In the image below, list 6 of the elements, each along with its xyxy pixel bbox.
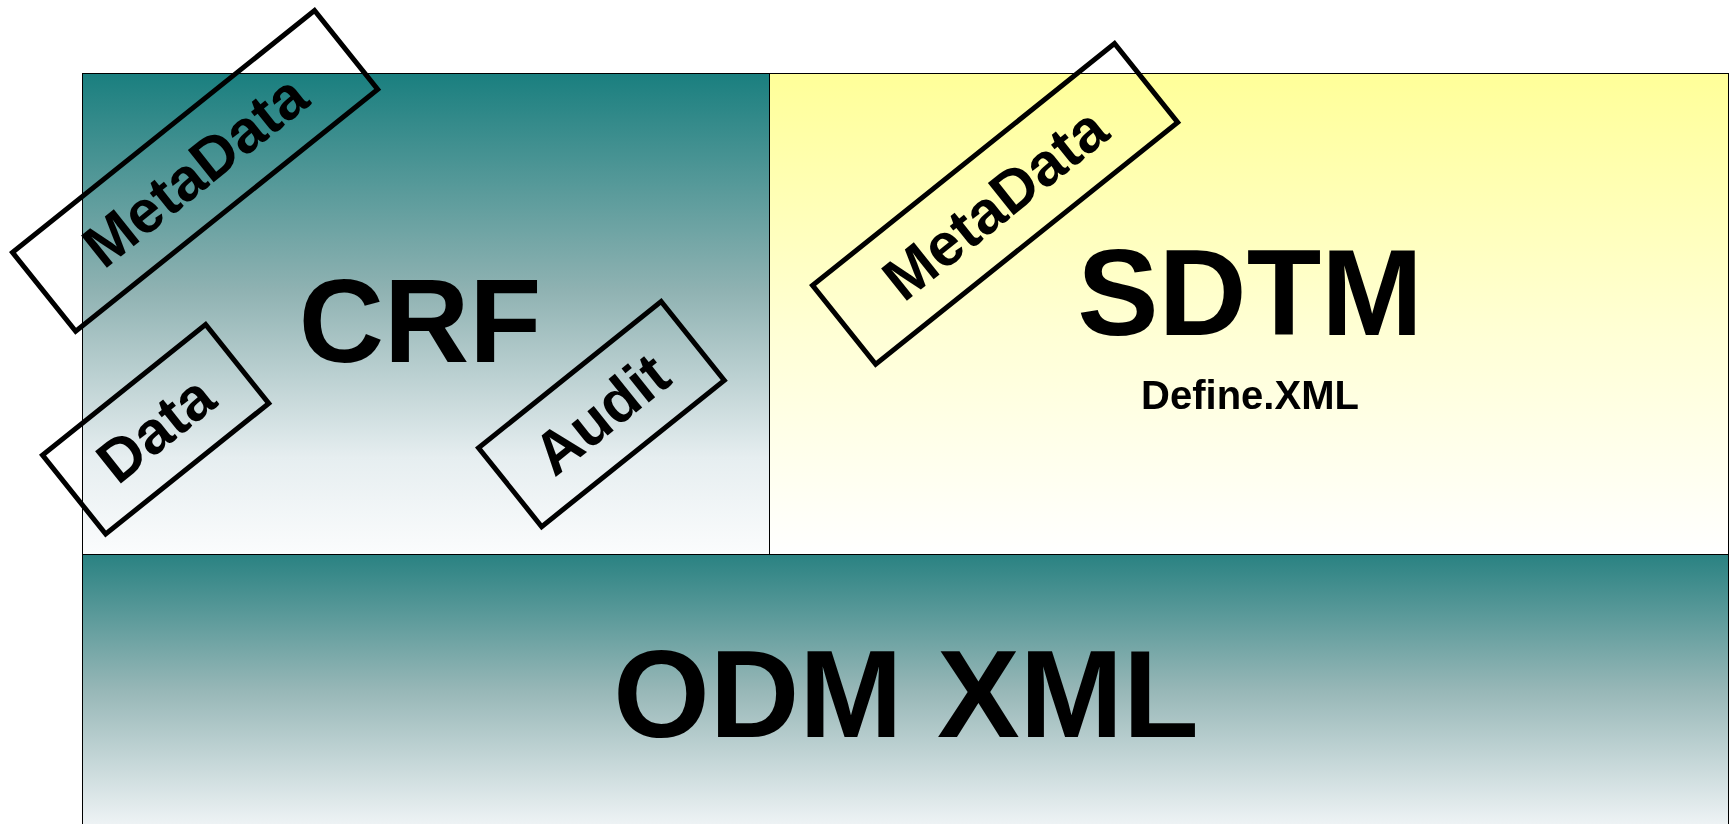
subtitle: Define.XML <box>1141 375 1359 415</box>
panel <box>769 73 1729 555</box>
panel-title: CRF <box>298 262 542 380</box>
panel-title: ODM XML <box>613 632 1199 756</box>
panel <box>82 73 770 555</box>
panel <box>82 554 1729 824</box>
